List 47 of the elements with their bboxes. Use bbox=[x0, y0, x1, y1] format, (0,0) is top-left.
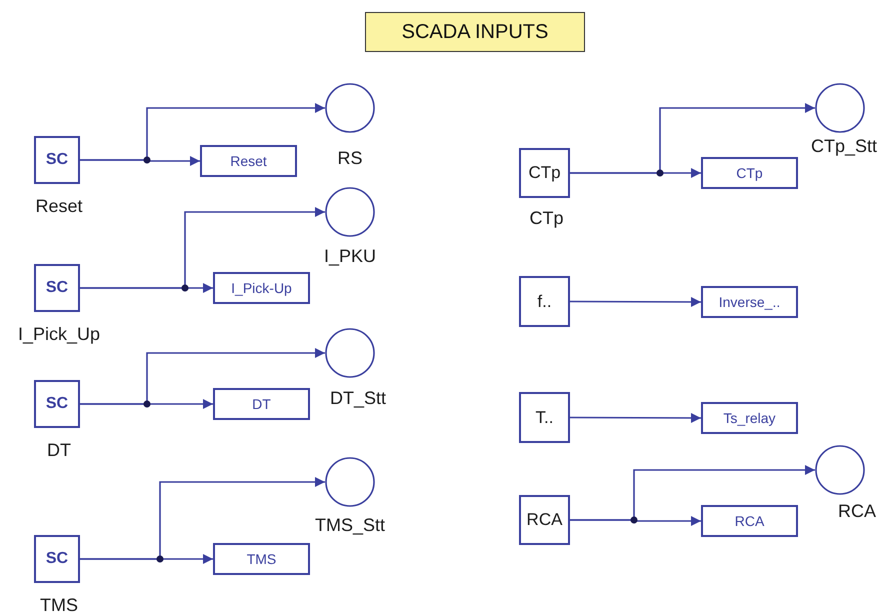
arrow bbox=[570, 296, 701, 307]
output-block bbox=[701, 505, 798, 537]
signal-name: I_PKU bbox=[324, 246, 376, 267]
block-label: Reset bbox=[230, 153, 267, 169]
signal-name: RS bbox=[338, 148, 362, 169]
signal-name: TMS bbox=[40, 595, 78, 613]
output-block bbox=[701, 157, 798, 189]
block-label: Ts_relay bbox=[723, 410, 776, 426]
signal-name: TMS_Stt bbox=[315, 515, 385, 536]
signal-name: CTp bbox=[530, 208, 564, 229]
title-box: SCADA INPUTS bbox=[365, 12, 585, 52]
input-block bbox=[519, 276, 570, 327]
block-label: CTp bbox=[736, 165, 763, 181]
block-label: RCA bbox=[734, 513, 764, 529]
output-block bbox=[213, 272, 310, 304]
block-label: CTp bbox=[528, 163, 561, 183]
block-label: DT bbox=[252, 396, 271, 412]
arrow bbox=[570, 412, 701, 423]
signal-name: DT_Stt bbox=[330, 388, 386, 409]
input-block bbox=[519, 392, 570, 443]
arrow bbox=[570, 168, 701, 178]
output-block bbox=[200, 145, 297, 177]
block-label: SC bbox=[46, 550, 68, 568]
block-label: f.. bbox=[537, 292, 552, 312]
block-label: RCA bbox=[526, 510, 562, 530]
arrow bbox=[80, 554, 213, 564]
arrow bbox=[80, 156, 200, 166]
block-label: Inverse_.. bbox=[718, 294, 780, 310]
block-label: I_Pick-Up bbox=[231, 280, 292, 296]
block-label: T.. bbox=[536, 408, 554, 428]
block-label: SC bbox=[46, 395, 68, 413]
arrow bbox=[80, 283, 213, 293]
signal-name: DT bbox=[47, 440, 71, 461]
signal-name: I_Pick_Up bbox=[18, 324, 100, 345]
signal-name: RCA bbox=[838, 501, 876, 522]
output-block bbox=[213, 388, 310, 420]
output-block bbox=[213, 543, 310, 575]
signal-name: Reset bbox=[35, 196, 83, 217]
input-block bbox=[519, 495, 570, 545]
output-block bbox=[701, 402, 798, 434]
arrow bbox=[80, 399, 213, 409]
block-label: SC bbox=[46, 151, 68, 169]
output-block bbox=[701, 286, 798, 318]
arrow bbox=[570, 516, 701, 526]
block-label: TMS bbox=[246, 551, 276, 567]
block-label: SC bbox=[46, 279, 68, 297]
signal-name: CTp_Stt bbox=[810, 136, 878, 157]
